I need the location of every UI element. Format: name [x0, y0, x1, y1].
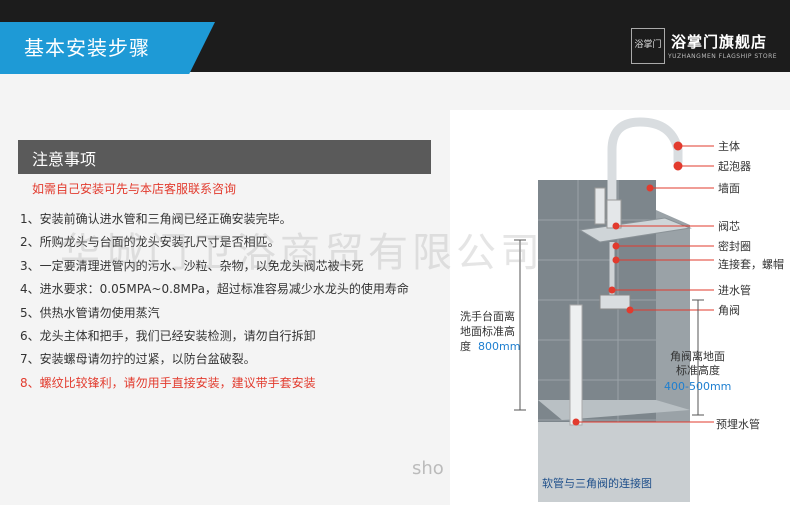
label-angle-valve: 角阀: [718, 303, 740, 317]
label-body: 主体: [718, 139, 740, 153]
section-tab: [0, 22, 215, 74]
store-subtitle: YUZHANGMEN FLAGSHIP STORE: [668, 53, 778, 60]
dimension-lines: [514, 239, 704, 416]
dim-right-value: 400-500mm: [664, 380, 731, 393]
notice-item: 5、供热水管请勿使用蒸汽: [20, 305, 160, 320]
dimension-text: 洗手台面离 地面标准高 度 800mm 角阀离地面 标准高度 400-500mm: [460, 309, 731, 393]
store-logo-icon: 浴掌门: [631, 28, 665, 64]
faucet-handle-icon: [594, 187, 606, 225]
diagram-caption: 软管与三角阀的连接图: [542, 476, 652, 490]
notice-item: 8、螺纹比较锋利，请勿用手直接安装，建议带手套安装: [20, 375, 316, 390]
label-buried-pipe: 预埋水管: [716, 417, 760, 431]
shop-watermark: sho: [412, 458, 444, 479]
label-seal: 密封圈: [718, 239, 751, 253]
notice-title: 注意事项: [32, 150, 97, 169]
label-valve-core: 阀芯: [718, 219, 740, 233]
label-connector: 连接套，螺帽: [718, 258, 784, 271]
notice-item: 6、龙头主体和把手，我们已经安装检测，请勿自行拆卸: [20, 328, 316, 343]
dim-right-1: 角阀离地面: [670, 349, 725, 363]
section-title: 基本安装步骤: [24, 36, 150, 60]
notice-item: 4、进水要求：0.05MPA~0.8MPa，超过标准容易减少水龙头的使用寿命: [20, 282, 409, 297]
dim-left-3: 度: [460, 339, 471, 353]
notice-header-bar: [18, 140, 431, 174]
notice-item: 7、安装螺母请勿拧的过紧，以防台盆破裂。: [20, 352, 256, 367]
countertop: [578, 217, 692, 243]
angle-valve-icon: [599, 294, 631, 310]
callout-lines: [572, 141, 714, 426]
notice-item: 3、一定要清理进管内的污水、沙粒、杂物，以免龙头阀芯被卡死: [20, 258, 364, 273]
notice-item: 1、安装前确认进水管和三角阀已经正确安装完毕。: [20, 212, 292, 226]
callout-labels: 主体 起泡器 墙面 阀芯 密封圈 连接套，螺帽 进水管 角阀 预埋水管: [716, 139, 784, 431]
installation-diagram: 主体 起泡器 墙面 阀芯 密封圈 连接套，螺帽 进水管 角阀 预埋水管 洗手台面…: [450, 110, 790, 505]
dim-left-1: 洗手台面离: [460, 309, 515, 323]
dim-left-2: 地面标准高: [460, 324, 515, 338]
floor: [538, 422, 690, 502]
label-aerator: 起泡器: [718, 159, 751, 173]
logo-mark: 浴掌门: [634, 40, 662, 50]
buried-pipe-icon: [569, 304, 583, 426]
contact-note: 如需自己安装可先与本店客服联系咨询: [32, 182, 237, 196]
label-inlet-pipe: 进水管: [718, 283, 751, 297]
dim-left-value: 800mm: [478, 340, 520, 353]
notice-list: 1、安装前确认进水管和三角阀已经正确安装完毕。 2、所购龙头与台面的龙头安装孔尺寸…: [20, 208, 409, 395]
label-wall: 墙面: [718, 181, 740, 195]
notice-item: 2、所购龙头与台面的龙头安装孔尺寸是否相匹。: [20, 235, 280, 250]
store-name: 浴掌门旗舰店: [671, 33, 768, 51]
faucet-spout: [607, 117, 683, 220]
dim-right-2: 标准高度: [676, 363, 720, 377]
